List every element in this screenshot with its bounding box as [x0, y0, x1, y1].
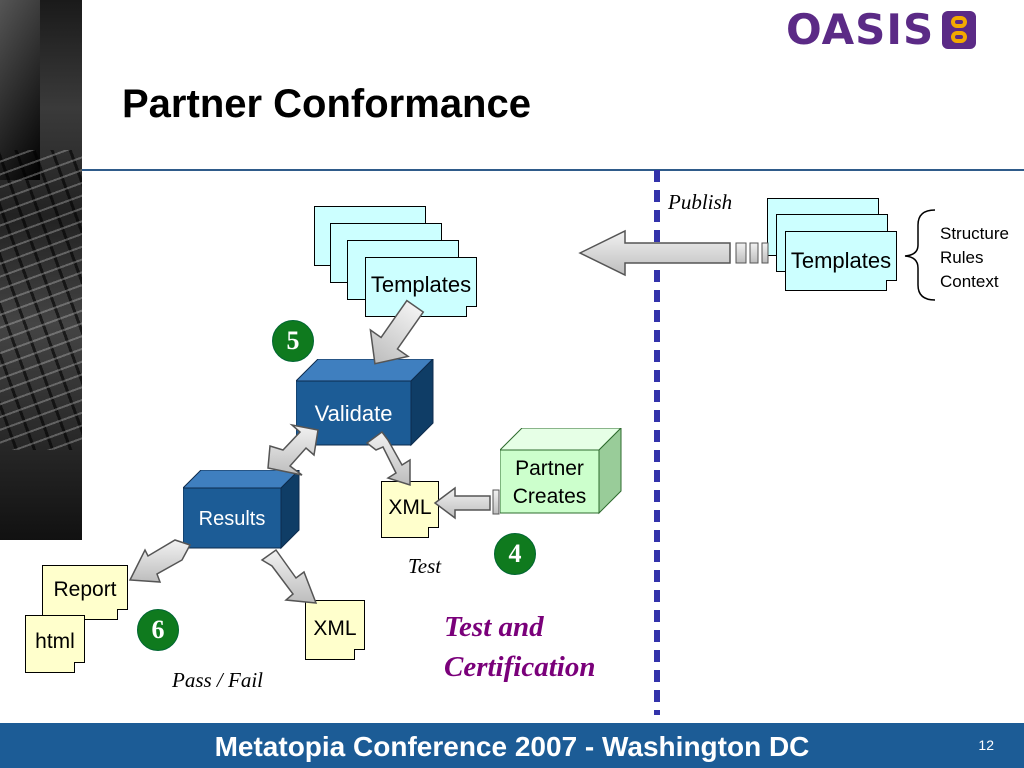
step-badge-6: 6	[137, 609, 179, 651]
results-box-shape	[183, 470, 300, 550]
page-fold	[466, 306, 477, 317]
step-badge-4: 4	[494, 533, 536, 575]
xml-output-label: XML	[313, 617, 357, 640]
templates-right-doc: Templates	[785, 231, 897, 291]
brace-icon	[904, 209, 936, 301]
page-fold	[886, 280, 897, 291]
oasis-logo: OASIS	[786, 5, 977, 54]
xml-input-doc: XML	[381, 481, 439, 538]
xml-output-doc: XML	[305, 600, 365, 660]
pass-fail-label: Pass / Fail	[172, 668, 264, 692]
results-label: Results	[198, 508, 266, 530]
page-number: 12	[978, 737, 994, 753]
results-to-xml-arrow	[260, 548, 318, 604]
page-fold	[354, 649, 365, 660]
page-fold	[117, 609, 128, 620]
page-fold	[428, 527, 439, 538]
html-label: html	[35, 630, 75, 653]
results-to-report-arrow	[128, 539, 192, 583]
report-doc: Report	[42, 565, 128, 620]
test-label: Test	[408, 554, 442, 578]
partner-box-shape	[500, 428, 622, 515]
templates-right-label: Templates	[790, 248, 892, 273]
laptop-keyboard	[0, 150, 82, 450]
template-aspects-list: Structure Rules Context	[940, 222, 1009, 294]
aspect-structure: Structure	[940, 224, 1009, 243]
publish-arrow	[578, 229, 769, 277]
partner-to-xml-arrow	[433, 486, 500, 520]
test-cert-line1: Test and	[444, 611, 544, 643]
aspect-rules: Rules	[940, 248, 984, 267]
laptop-photo	[0, 0, 82, 540]
xml-input-label: XML	[388, 496, 432, 519]
footer-bar: Metatopia Conference 2007 - Washington D…	[0, 723, 1024, 768]
partner-creates-label: Partner Creates	[500, 455, 599, 511]
report-label: Report	[53, 578, 117, 601]
partner-label-line1: Partner	[515, 457, 584, 480]
aspect-context: Context	[940, 272, 999, 291]
dashed-separator	[654, 170, 660, 715]
validate-label: Validate	[314, 401, 393, 426]
logo-text: OASIS	[786, 5, 935, 54]
footer-text: Metatopia Conference 2007 - Washington D…	[214, 731, 810, 762]
html-doc: html	[25, 615, 85, 673]
oasis-logo-icon	[942, 11, 977, 49]
step-badge-5: 5	[272, 320, 314, 362]
publish-label: Publish	[668, 190, 733, 214]
test-cert-line2: Certification	[444, 651, 596, 683]
templates-left-label: Templates	[370, 272, 472, 297]
page-fold	[74, 662, 85, 673]
partner-label-line2: Creates	[512, 485, 587, 508]
title-divider	[82, 169, 1024, 171]
templates-left-doc: Templates	[365, 257, 477, 317]
page-title: Partner Conformance	[122, 82, 531, 126]
test-certification-label: Test and Certification	[444, 607, 595, 687]
